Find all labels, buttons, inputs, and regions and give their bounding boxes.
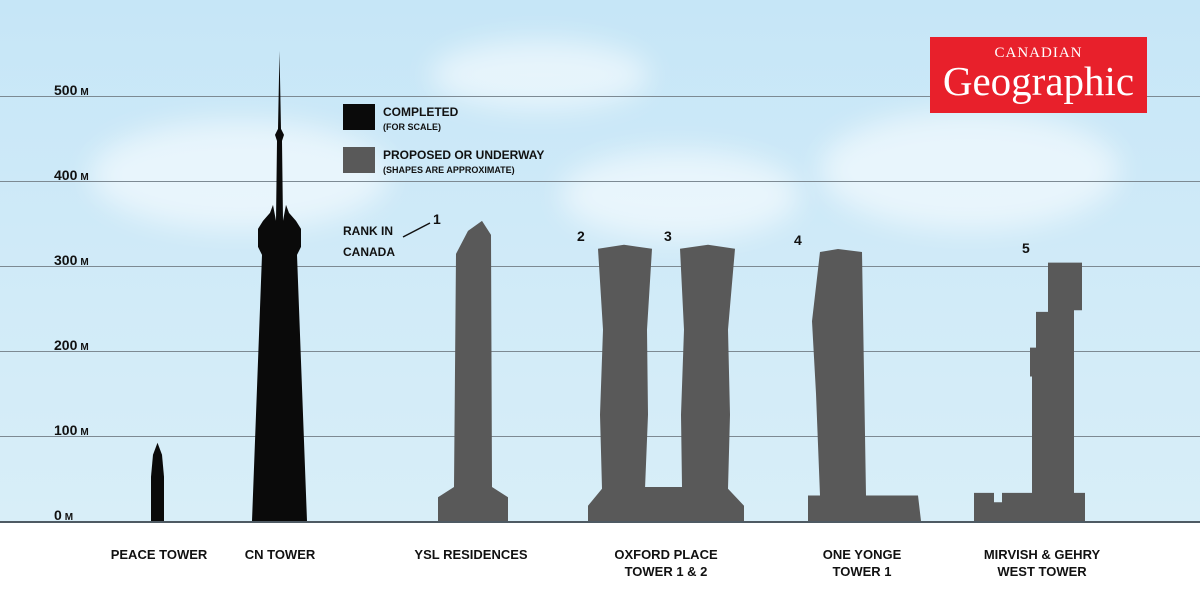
category-label-cn-tower: CN TOWER — [244, 547, 316, 562]
y-tick-value: 500 — [54, 82, 78, 98]
building-oxford-place-tower-2 — [645, 244, 744, 522]
y-tick-value: 100 — [54, 422, 78, 438]
gridline-200 — [0, 351, 1200, 352]
gridline-100 — [0, 436, 1200, 437]
building-mirvish-gehry-west-tower — [974, 262, 1085, 521]
legend-subtitle-proposed: (SHAPES ARE APPROXIMATE) — [383, 165, 515, 175]
y-tick-unit: M — [80, 427, 89, 438]
category-label-one-yonge: ONE YONGE TOWER 1 — [822, 547, 902, 579]
cloud — [560, 150, 800, 240]
legend-subtitle-completed: (FOR SCALE) — [383, 122, 441, 132]
category-label-oxford-place: OXFORD PLACE TOWER 1 & 2 — [614, 547, 718, 579]
building-cn-tower — [252, 50, 307, 522]
y-tick-value: 400 — [54, 167, 78, 183]
category-label-mirvish-gehry: MIRVISH & GEHRY WEST TOWER — [983, 547, 1101, 579]
y-tick-value: 300 — [54, 252, 78, 268]
gridline-500 — [0, 96, 1200, 97]
rank-label-oxford-2: 3 — [664, 228, 672, 244]
category-label-peace-tower: PEACE TOWER — [110, 547, 208, 562]
y-tick-unit: M — [80, 257, 89, 268]
legend-swatch-proposed — [343, 147, 375, 173]
y-tick-value: 200 — [54, 337, 78, 353]
logo-line-2: Geographic — [942, 58, 1135, 104]
ground-baseline — [0, 521, 1200, 523]
building-one-yonge-tower-1 — [808, 249, 921, 521]
y-tick-unit: M — [80, 172, 89, 183]
building-ysl-residences — [438, 220, 508, 521]
cloud — [90, 120, 390, 230]
y-tick-value: 0 — [54, 507, 62, 523]
rank-label-one-yonge: 4 — [794, 232, 802, 248]
legend-title-completed: COMPLETED — [383, 105, 459, 119]
legend-swatch-completed — [343, 104, 375, 130]
rank-label-oxford-1: 2 — [577, 228, 585, 244]
logo-line-1: CANADIAN — [994, 45, 1083, 61]
legend-title-proposed: PROPOSED OR UNDERWAY — [383, 148, 545, 162]
y-tick-unit: M — [80, 342, 89, 353]
rank-title: RANK IN CANADA — [343, 224, 395, 259]
y-tick-unit: M — [64, 512, 74, 523]
cloud — [820, 110, 1120, 230]
canadian-geographic-logo: CANADIAN Geographic — [930, 37, 1147, 113]
rank-label-ysl: 1 — [433, 211, 441, 227]
gridline-400 — [0, 181, 1200, 182]
building-oxford-place-tower-1 — [588, 244, 652, 522]
category-label-ysl-residences: YSL RESIDENCES — [414, 547, 528, 562]
cloud — [430, 40, 650, 110]
rank-leader-line — [402, 222, 431, 238]
building-peace-tower — [151, 442, 164, 521]
y-tick-unit: M — [80, 87, 89, 98]
rank-label-mirvish-gehry: 5 — [1022, 240, 1030, 256]
